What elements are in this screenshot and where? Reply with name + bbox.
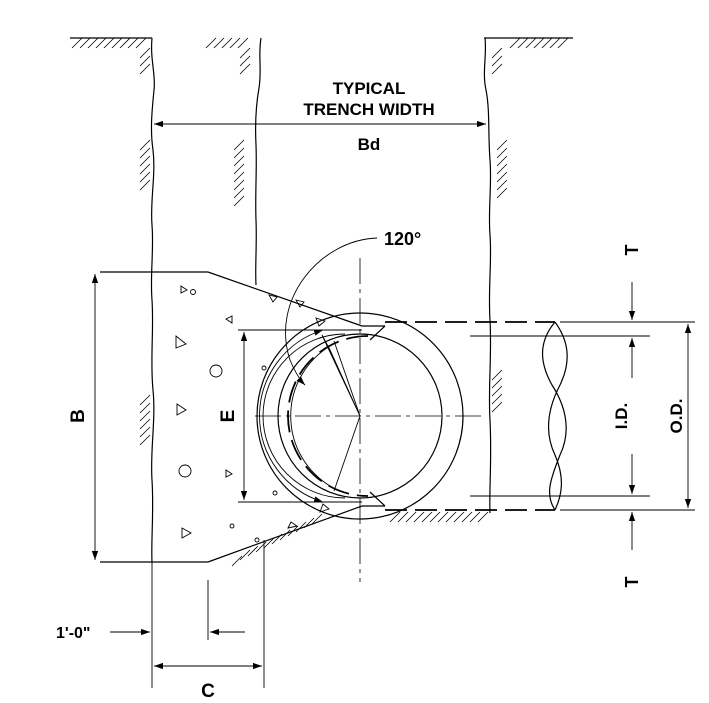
angle-label: 120° — [384, 229, 421, 249]
cradle-width-label: C — [201, 681, 215, 702]
concrete-aggregate-icon — [175, 285, 330, 543]
trench-walls — [150, 37, 492, 563]
concrete-cradle — [100, 271, 386, 563]
cradle-height-label: E — [218, 410, 239, 423]
outside-diameter-label: O.D. — [667, 399, 686, 434]
labels: TYPICAL TRENCH WIDTH Bd 120° B E 1'-0" C… — [56, 79, 686, 702]
ground-hatch-icon — [71, 37, 569, 567]
trench-width-label-line1: TYPICAL — [333, 79, 406, 98]
thickness-top-label: T — [622, 245, 642, 256]
trench-width-symbol: Bd — [358, 135, 381, 154]
cradle-height-dimension — [238, 329, 362, 503]
offset-label: 1'-0" — [56, 625, 91, 642]
inside-diameter-label: I.D. — [612, 403, 631, 429]
bedding-height-label: B — [68, 409, 89, 423]
trench-width-label-line2: TRENCH WIDTH — [303, 100, 434, 119]
thickness-bottom-label: T — [622, 577, 642, 588]
center-lines — [255, 258, 482, 582]
diameter-dimensions — [470, 282, 695, 550]
cradle-width-dimension — [110, 540, 265, 688]
